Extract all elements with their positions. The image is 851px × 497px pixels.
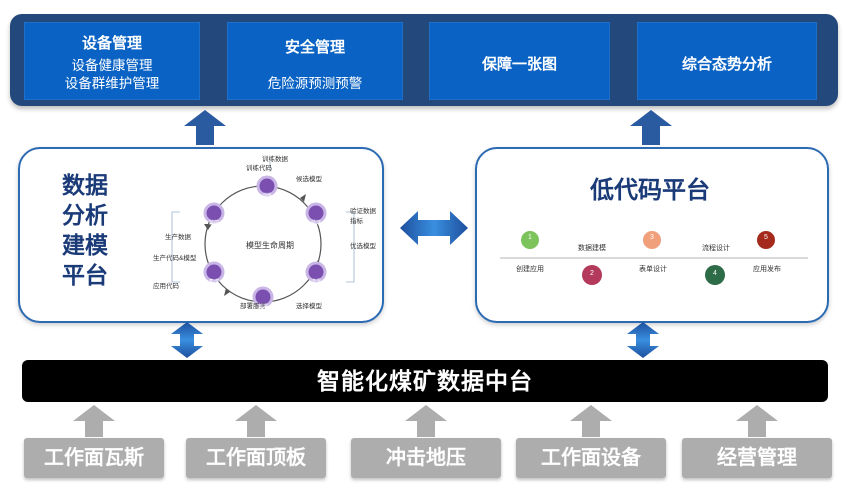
title-char: 数据: [62, 172, 108, 198]
step-1-label: 创建应用: [516, 266, 544, 273]
step-5-number: 5: [764, 234, 768, 241]
metrics-label: 指标: [350, 218, 363, 225]
train-code-label: 训练代码: [246, 165, 272, 172]
hazard-warning-label: 危险源预测预警: [267, 76, 363, 91]
lowcode-steps-timeline: [500, 231, 808, 285]
title-char: 建模: [62, 232, 108, 258]
step-3-number: 3: [650, 234, 654, 241]
guarantee-map-box[interactable]: 保障一张图: [429, 22, 610, 100]
title-char: 分析: [62, 202, 108, 228]
source-rockburst-box[interactable]: 冲击地压: [351, 438, 501, 478]
modeling-platform-panel: [18, 147, 384, 323]
node-select-label: 选择: [311, 279, 322, 285]
title-char: 平台: [62, 262, 108, 288]
double-arrow-vertical-icon: [171, 322, 203, 358]
model-lifecycle-diagram: [171, 162, 355, 308]
step-3-label: 表单设计: [639, 266, 667, 273]
prod-code-model-label: 生产代码&模型: [153, 255, 197, 262]
node-monitor-label: 监控: [209, 220, 220, 226]
candidate-model-label: 候选模型: [296, 176, 322, 183]
app-code-label: 应用代码: [153, 283, 179, 290]
step-2-label: 数据建模: [578, 245, 606, 252]
step-4-label: 流程设计: [702, 245, 730, 252]
train-data-label: 训练数据: [262, 156, 288, 163]
node-integrate-label: 集成: [209, 279, 220, 285]
up-arrow-icon: [570, 405, 612, 437]
node-verify-label: 验证: [311, 220, 322, 226]
node-train-label: 训练: [262, 193, 273, 199]
best-model-label: 优选模型: [350, 243, 376, 250]
step-5-label: 应用发布: [753, 266, 781, 273]
source-operation-box[interactable]: 经营管理: [682, 438, 832, 478]
source-gas-box[interactable]: 工作面瓦斯: [24, 438, 164, 478]
up-arrow-icon: [73, 405, 115, 437]
guarantee-map-title: 保障一张图: [481, 56, 557, 73]
prod-data-label: 生产数据: [165, 234, 191, 241]
data-middle-platform-bar[interactable]: 智能化煤矿数据中台: [22, 360, 828, 402]
double-arrow-horizontal-icon: [400, 211, 468, 245]
up-arrow-icon: [736, 405, 778, 437]
situation-analysis-box[interactable]: 综合态势分析: [637, 22, 817, 100]
up-arrow-icon: [630, 110, 672, 145]
step-2-number: 2: [590, 270, 594, 277]
verify-data-label: 验证数据: [350, 208, 376, 215]
safety-management-title: 安全管理: [284, 39, 345, 56]
device-group-label: 设备群维护管理: [64, 76, 160, 91]
lowcode-platform-title: 低代码平台: [590, 177, 710, 204]
up-arrow-icon: [235, 405, 277, 437]
up-arrow-icon: [184, 110, 226, 145]
select-model-label: 选择模型: [296, 303, 322, 310]
source-equipment-box[interactable]: 工作面设备: [516, 438, 666, 478]
modeling-platform-title: 数据 分析 建模 平台: [62, 170, 122, 290]
situation-analysis-title: 综合态势分析: [681, 56, 772, 73]
step-1-number: 1: [528, 234, 532, 241]
device-management-box[interactable]: 设备管理 设备健康管理 设备群维护管理: [24, 22, 200, 100]
lifecycle-center-label: 模型生命周期: [246, 241, 294, 250]
safety-management-box[interactable]: 安全管理 危险源预测预警: [227, 22, 403, 100]
source-roof-box[interactable]: 工作面顶板: [186, 438, 326, 478]
device-management-title: 设备管理: [81, 35, 142, 52]
up-arrow-icon: [405, 405, 447, 437]
step-4-number: 4: [713, 270, 717, 277]
node-deploy-label: 部署: [258, 304, 269, 310]
deploy-service-label: 部署服务: [240, 303, 266, 310]
device-health-label: 设备健康管理: [71, 58, 153, 73]
lifecycle-nodes: [203, 175, 327, 308]
double-arrow-vertical-icon: [627, 322, 659, 358]
